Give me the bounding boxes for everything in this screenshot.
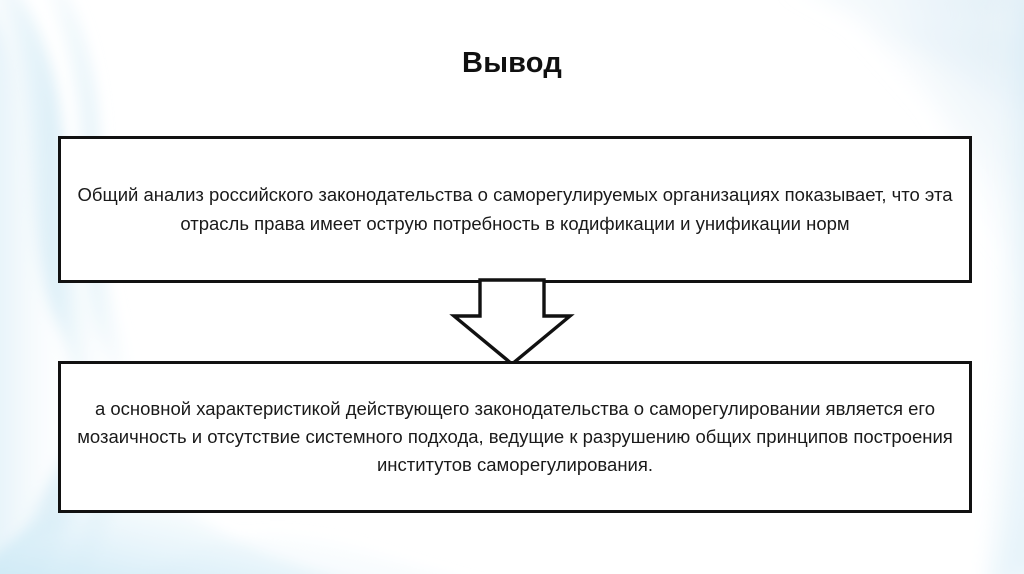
down-block-arrow-svg bbox=[449, 278, 575, 367]
conclusion-box-premise-text: Общий анализ российского законодательств… bbox=[77, 184, 953, 234]
down-block-arrow-icon bbox=[446, 278, 578, 368]
conclusion-box-result: а основной характеристикой действующего … bbox=[58, 361, 972, 513]
conclusion-box-premise: Общий анализ российского законодательств… bbox=[58, 136, 972, 283]
page-title: Вывод bbox=[462, 47, 562, 79]
conclusion-box-result-text: а основной характеристикой действующего … bbox=[77, 397, 953, 476]
